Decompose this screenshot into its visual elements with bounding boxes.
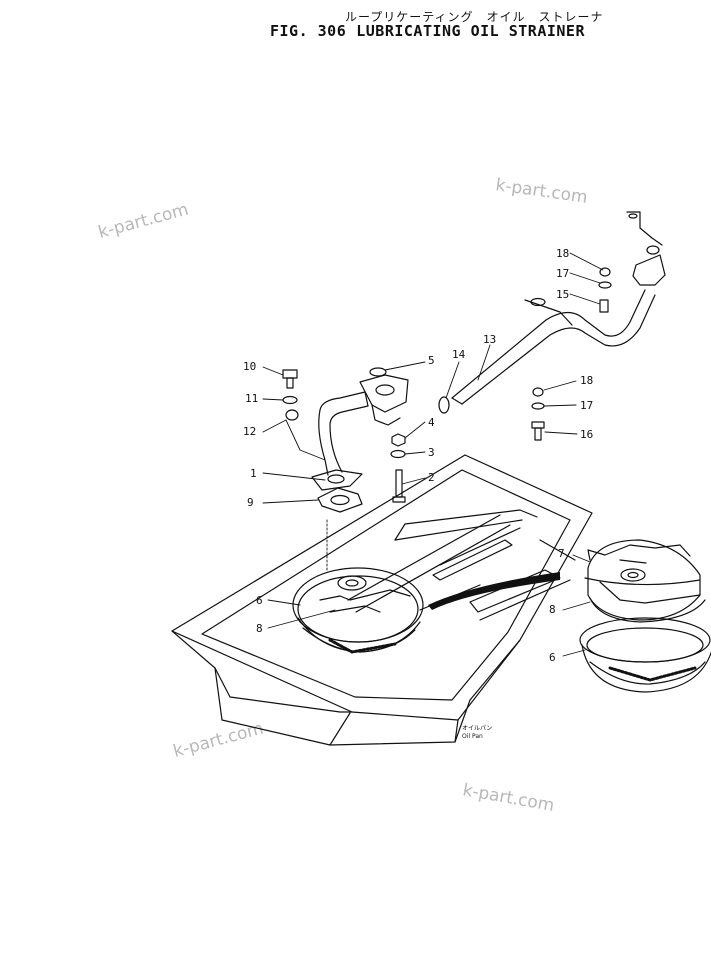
washer-11	[282, 395, 298, 405]
watermark-4: k-part.com	[461, 780, 556, 816]
washer-3	[390, 449, 406, 459]
callout-6-left: 6	[256, 594, 263, 607]
figure-number: FIG. 306	[270, 22, 347, 40]
bolt-10	[282, 369, 298, 389]
callout-3: 3	[428, 446, 435, 459]
oil-pan-label: オイルパン Oil Pan	[462, 725, 492, 740]
suction-pipe	[311, 374, 409, 491]
callout-8-right: 8	[549, 603, 556, 616]
pipe-shadow	[428, 572, 560, 610]
o-ring-14	[438, 396, 450, 414]
watermark-2: k-part.com	[494, 175, 588, 208]
bolt-15	[599, 299, 609, 313]
o-ring-5	[369, 367, 387, 377]
washer-17-upper	[598, 281, 612, 289]
callout-15: 15	[556, 288, 569, 301]
callout-numbers: 1 2 3 4 5 6 6 7 8 8 9 10 11 12 13 14 15 …	[243, 247, 593, 664]
callout-18-upper: 18	[556, 247, 569, 260]
callout-8-left: 8	[256, 622, 263, 635]
callout-12: 12	[243, 425, 256, 438]
callout-9: 9	[247, 496, 254, 509]
callout-1: 1	[250, 467, 257, 480]
callout-7: 7	[558, 547, 565, 560]
callout-14: 14	[452, 348, 466, 361]
watermark-3: k-part.com	[171, 719, 266, 762]
figure-title-japanese: ループリケーティング オイル ストレーナ	[345, 10, 604, 24]
callout-18-lower: 18	[580, 374, 593, 387]
callout-17-upper: 17	[556, 267, 569, 280]
oil-pipe-13	[451, 211, 666, 405]
callout-13: 13	[483, 333, 496, 346]
leader-lines	[262, 252, 604, 657]
callout-6-right: 6	[549, 651, 556, 664]
strainer-exploded	[579, 539, 711, 693]
lock-washer-18-lower	[532, 387, 544, 397]
strainer-installed	[292, 567, 424, 654]
watermark-1: k-part.com	[96, 200, 191, 243]
oil-pan	[171, 454, 593, 746]
callout-16: 16	[580, 428, 593, 441]
figure-title: FIG. 306 LUBRICATING OIL STRAINER	[270, 22, 595, 40]
bolt-16	[531, 421, 545, 441]
callout-5: 5	[428, 354, 435, 367]
oil-pan-label-english: Oil Pan	[462, 733, 483, 740]
oil-pan-label-japanese: オイルパン	[462, 725, 492, 732]
callout-10: 10	[243, 360, 256, 373]
lock-washer-12	[285, 409, 299, 421]
nut-4	[391, 433, 406, 447]
gasket-9	[317, 487, 363, 513]
callout-17-lower: 17	[580, 399, 593, 412]
callout-2: 2	[428, 471, 435, 484]
lock-washer-18-upper	[599, 267, 611, 277]
callout-11: 11	[245, 392, 258, 405]
figure-name: LUBRICATING OIL STRAINER	[356, 22, 585, 40]
callout-4: 4	[428, 416, 435, 429]
washer-17-lower	[531, 402, 545, 410]
stud-bolt-2	[392, 469, 406, 503]
